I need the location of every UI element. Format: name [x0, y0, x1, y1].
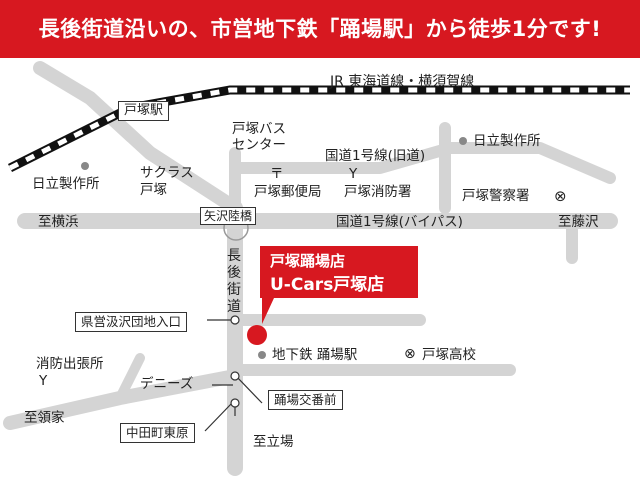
kenei-entrance-label[interactable]: 県営汲沢団地入口 [75, 312, 188, 332]
banner-headline: 長後街道沿いの、市営地下鉄「踊場駅」から徒歩1分です! [38, 17, 602, 41]
to-ryouke-label: 至領家 [24, 410, 65, 426]
shop-name-line1: 戸塚踊場店 [270, 252, 346, 270]
sakuras-label: サクラス 戸塚 [140, 165, 194, 198]
fire-branch-label: 消防出張所 [36, 356, 104, 372]
railway-line [7, 85, 630, 173]
post-office-symbol: 〒 [270, 166, 284, 182]
route1-old-label: 国道1号線(旧道) [325, 148, 426, 164]
to-fujisawa-label: 至藤沢 [558, 214, 599, 230]
hitachi-west-label: 日立製作所 [32, 176, 100, 192]
route1-bypass-label: 国道1号線(バイパス) [336, 214, 463, 230]
fire-branch-symbol: Y [39, 373, 48, 389]
fire-station-label: 戸塚消防署 [344, 184, 412, 200]
shop-callout: 戸塚踊場店 U-Cars戸塚店 [260, 246, 418, 298]
fire-station-symbol: Y [349, 166, 358, 182]
road-fire-branch [115, 353, 145, 403]
header-banner: 長後街道沿いの、市営地下鉄「踊場駅」から徒歩1分です! [0, 0, 640, 58]
shop-location-marker [247, 325, 267, 345]
post-office-label: 戸塚郵便局 [254, 184, 322, 200]
nagago-kaido-label: 長後街道 [227, 248, 241, 315]
high-school-symbol: ⊗ [404, 346, 416, 362]
callout-pointer [262, 298, 274, 324]
dennys-label: デニーズ [140, 376, 194, 392]
totsuka-station-label[interactable]: 戸塚駅 [118, 101, 170, 121]
to-tateba-label: 至立場 [253, 434, 294, 450]
hitachi-east-label: 日立製作所 [473, 133, 541, 149]
odoriba-crossing-label[interactable]: 踊場交番前 [268, 390, 343, 410]
police-label: 戸塚警察署 [462, 188, 530, 204]
nakata-label[interactable]: 中田町東原 [120, 423, 195, 443]
shop-name-line2: U-Cars戸塚店 [270, 275, 385, 295]
yazawa-overpass-label[interactable]: 矢沢陸橋 [200, 207, 257, 225]
leader-lines [204, 319, 263, 432]
bus-center-label: 戸塚バス センター [232, 121, 286, 153]
access-map: JR 東海道線・横須賀線 戸塚駅 戸塚バス センター 国道1号線(旧道) 日立製… [0, 58, 640, 480]
high-school-label: 戸塚高校 [422, 347, 476, 363]
police-symbol: ⊗ [554, 187, 567, 205]
map-roads [3, 61, 630, 476]
subway-station-label: 地下鉄 踊場駅 [272, 347, 358, 363]
road-points [230, 315, 240, 408]
landmark-dots [81, 137, 467, 359]
to-yokohama-label: 至横浜 [38, 214, 79, 230]
railway-label: JR 東海道線・横須賀線 [330, 74, 475, 90]
road-northwest [33, 61, 242, 215]
